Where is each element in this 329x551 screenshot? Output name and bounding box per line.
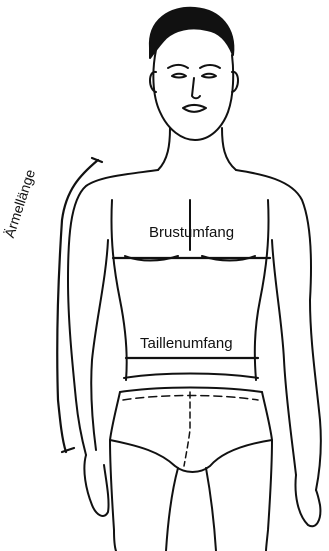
chest-circumference-label: Brustumfang: [149, 225, 234, 240]
left-hand: [84, 455, 108, 516]
right-eye: [202, 74, 216, 78]
neck-right: [222, 128, 236, 170]
briefs-waistband-top: [124, 374, 258, 379]
right-brow: [200, 65, 220, 68]
right-inner-arm: [272, 240, 296, 475]
left-brow: [168, 65, 188, 68]
right-leg-outer: [266, 440, 272, 551]
right-shoulder-arm: [236, 170, 321, 490]
left-eye: [172, 74, 186, 78]
briefs-waistband-bottom: [120, 388, 262, 393]
right-leg-inner: [206, 468, 216, 551]
briefs-body: [110, 392, 272, 472]
left-inner-arm: [91, 240, 108, 450]
torso-left: [111, 200, 126, 380]
left-leg-inner: [166, 468, 178, 551]
sleeve-measure-tick-bottom: [62, 448, 74, 452]
briefs-seam: [184, 392, 190, 466]
nose: [192, 78, 200, 98]
mouth: [183, 105, 206, 112]
left-leg-outer: [110, 440, 116, 551]
torso-right: [255, 200, 269, 380]
neck-left: [158, 128, 170, 170]
left-shoulder-arm: [68, 170, 158, 455]
head-outline: [153, 50, 233, 140]
hair: [150, 8, 233, 58]
waist-circumference-label: Taillenumfang: [140, 336, 233, 351]
